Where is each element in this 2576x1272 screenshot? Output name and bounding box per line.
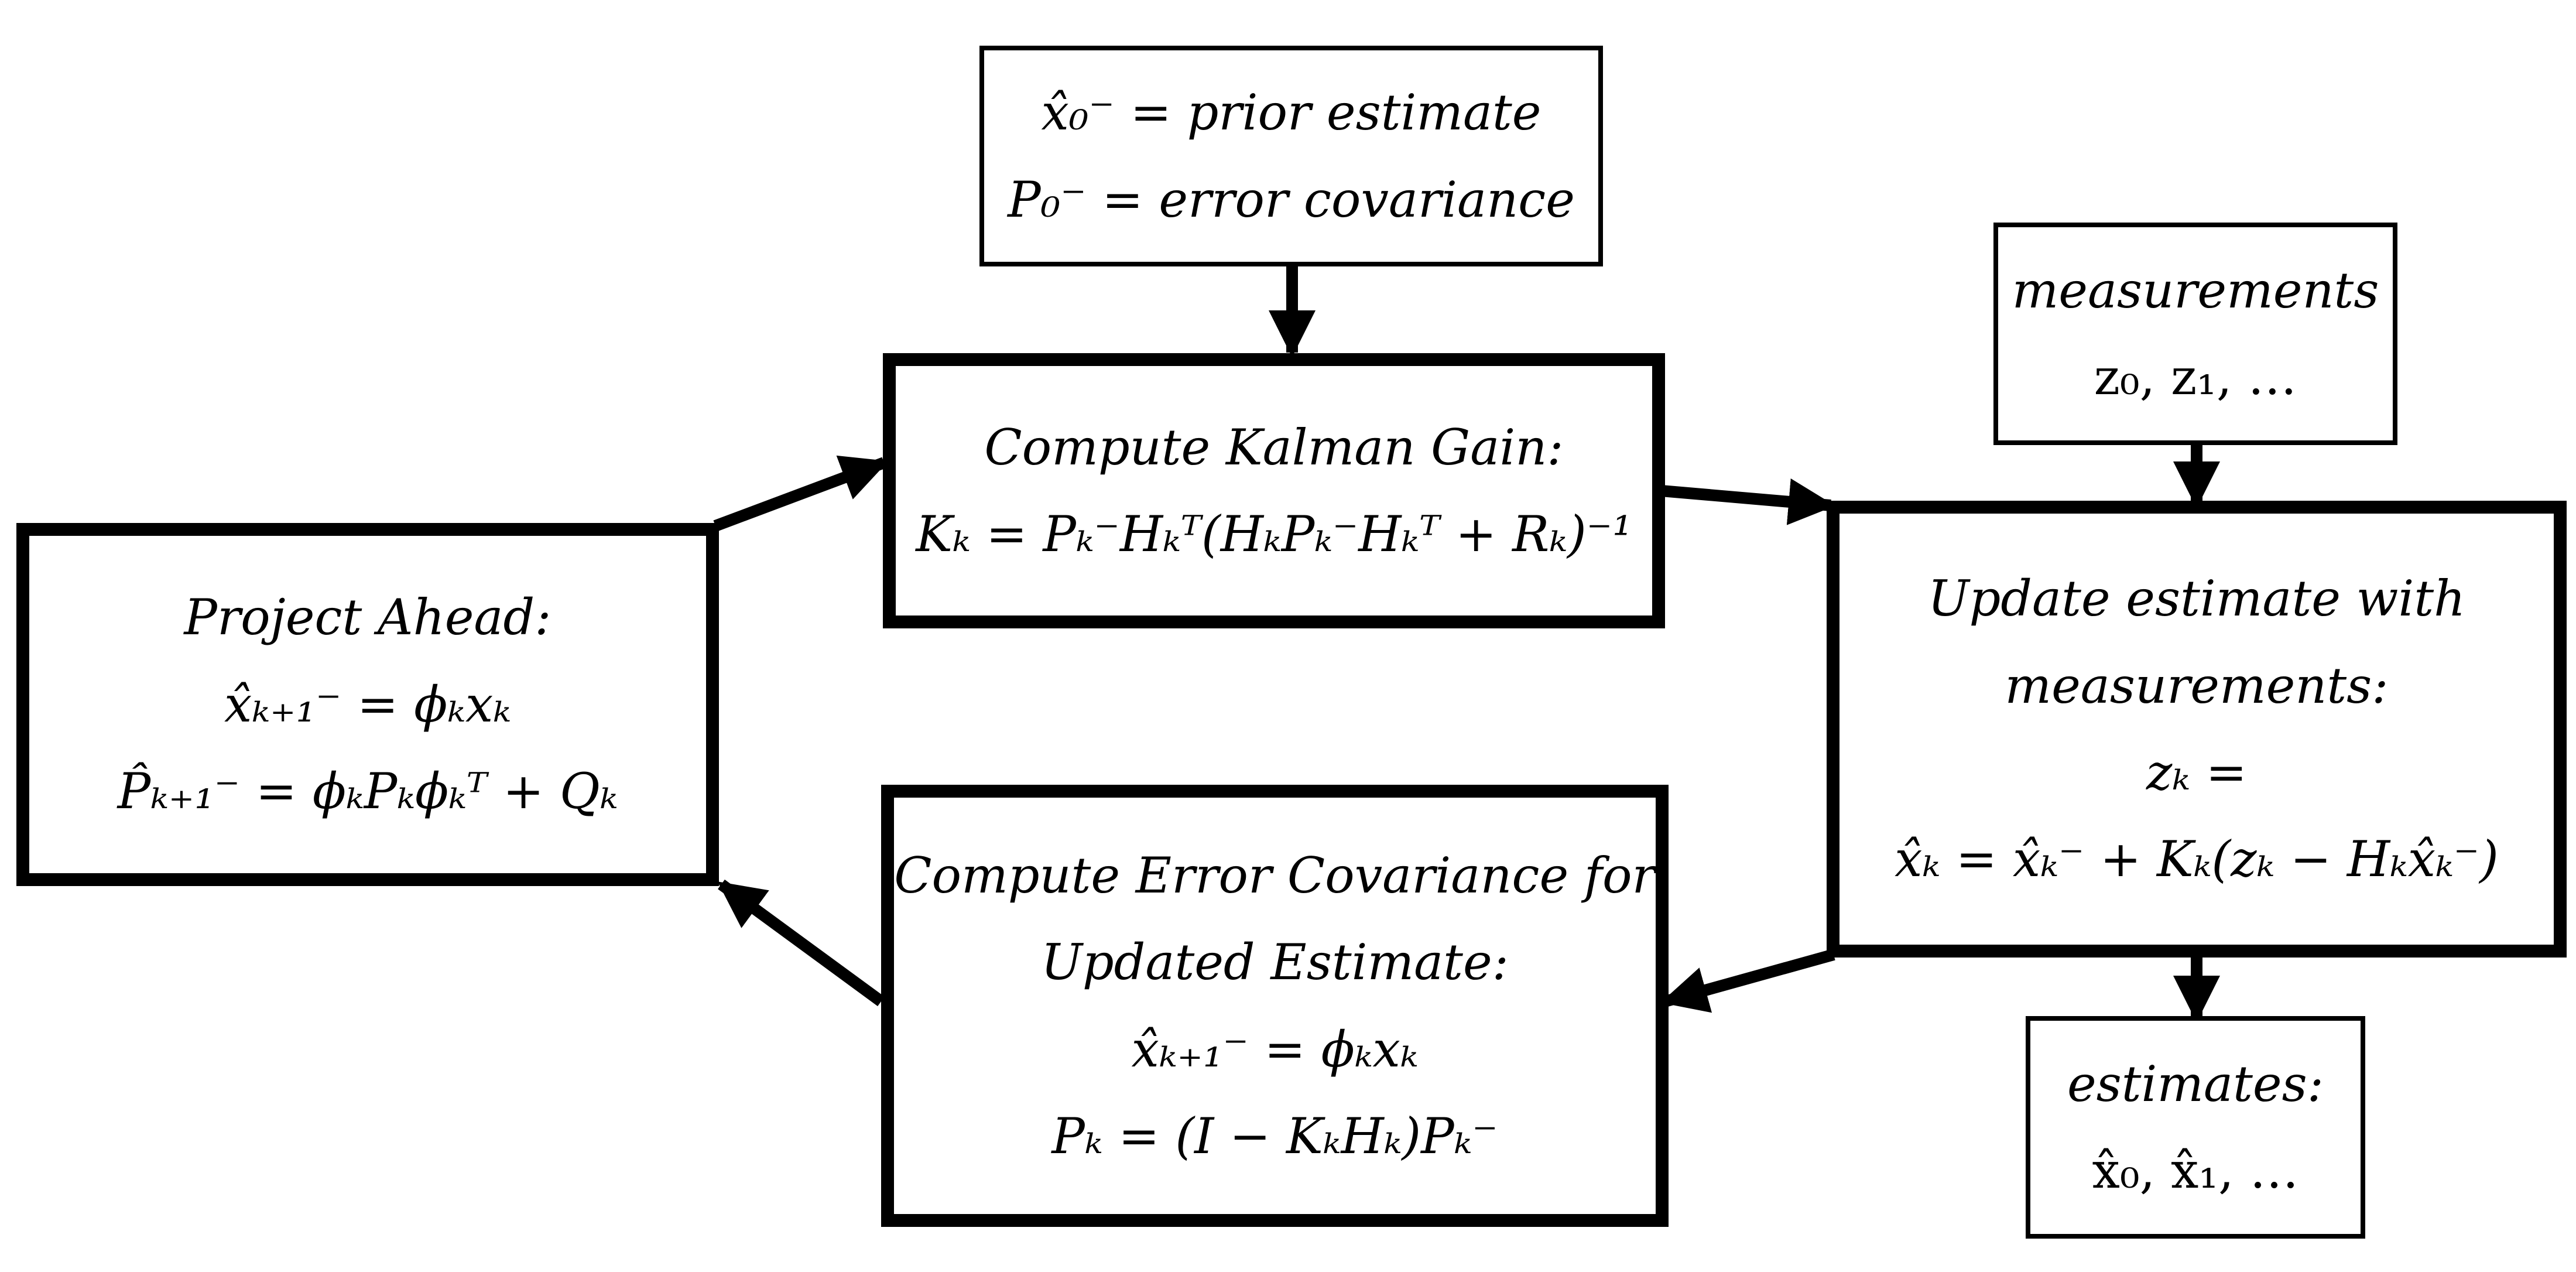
measurements-box: measurements z₀, z₁, … bbox=[1993, 223, 2397, 445]
compute-error-covariance-box: Compute Error Covariance for Updated Est… bbox=[881, 785, 1669, 1227]
project-ahead-state: x̂ₖ₊₁⁻ = ϕₖxₖ bbox=[224, 675, 512, 733]
error-covariance-state: x̂ₖ₊₁⁻ = ϕₖxₖ bbox=[1131, 1020, 1419, 1078]
kalman-gain-title: Compute Kalman Gain: bbox=[984, 418, 1564, 476]
arrow-errorcov-to-project bbox=[717, 879, 885, 1007]
update-estimate-box: Update estimate with measurements: zₖ = … bbox=[1827, 501, 2567, 958]
arrow-project-to-gain bbox=[713, 455, 889, 532]
error-covariance-formula: Pₖ = (I − KₖHₖ)Pₖ⁻ bbox=[1051, 1107, 1498, 1165]
error-covariance-line: P₀⁻ = error covariance bbox=[1008, 170, 1575, 228]
project-ahead-title: Project Ahead: bbox=[184, 589, 551, 647]
error-covariance-title-2: Updated Estimate: bbox=[1041, 934, 1509, 991]
compute-kalman-gain-box: Compute Kalman Gain: Kₖ = Pₖ⁻Hₖᵀ(HₖPₖ⁻Hₖ… bbox=[883, 353, 1665, 628]
prior-estimate-line: x̂₀⁻ = prior estimate bbox=[1041, 84, 1542, 142]
prior-estimate-box: x̂₀⁻ = prior estimate P₀⁻ = error covari… bbox=[979, 46, 1603, 266]
measurements-label: measurements bbox=[2012, 261, 2379, 319]
measurements-values: z₀, z₁, … bbox=[2094, 348, 2297, 406]
arrow-gain-to-update bbox=[1660, 478, 1835, 525]
update-state-formula: x̂ₖ = x̂ₖ⁻ + Kₖ(zₖ − Hₖx̂ₖ⁻) bbox=[1895, 830, 2499, 888]
update-measurement-line: zₖ = bbox=[2146, 744, 2247, 801]
estimates-values: x̂₀, x̂₁, … bbox=[2092, 1142, 2299, 1199]
estimates-label: estimates: bbox=[2067, 1055, 2324, 1113]
project-ahead-covariance: P̂ₖ₊₁⁻ = ϕₖPₖϕₖᵀ + Qₖ bbox=[117, 762, 618, 820]
project-ahead-box: Project Ahead: x̂ₖ₊₁⁻ = ϕₖxₖ P̂ₖ₊₁⁻ = ϕₖ… bbox=[16, 523, 719, 886]
update-estimate-title-2: measurements: bbox=[2005, 656, 2389, 714]
error-covariance-title-1: Compute Error Covariance for bbox=[894, 846, 1656, 904]
kalman-gain-formula: Kₖ = Pₖ⁻Hₖᵀ(HₖPₖ⁻Hₖᵀ + Rₖ)⁻¹ bbox=[916, 505, 1632, 563]
arrow-update-to-errorcov bbox=[1660, 949, 1835, 1013]
estimates-box: estimates: x̂₀, x̂₁, … bbox=[2026, 1016, 2365, 1239]
update-estimate-title-1: Update estimate with bbox=[1927, 570, 2466, 628]
